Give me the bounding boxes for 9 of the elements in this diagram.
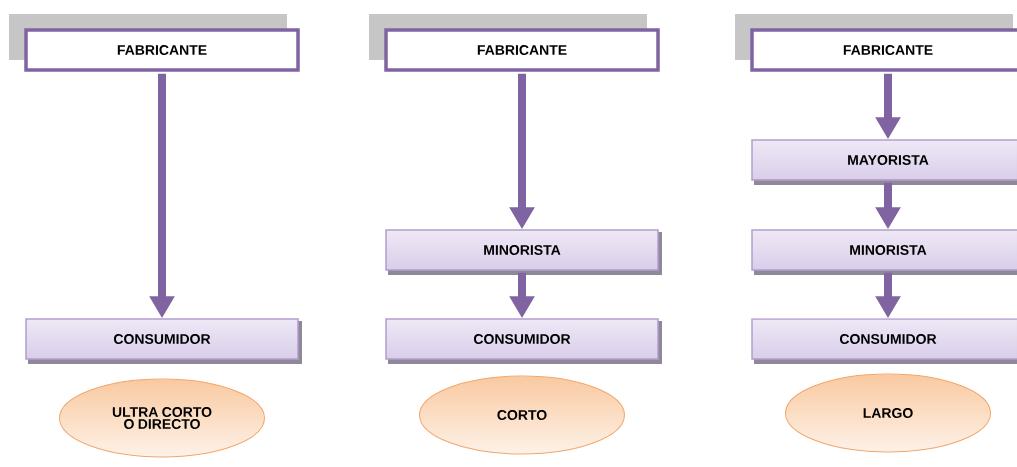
process-box: CONSUMIDOR xyxy=(25,318,302,364)
process-box: CONSUMIDOR xyxy=(751,318,1017,364)
process-box: FABRICANTE xyxy=(9,14,300,72)
process-box: MINORISTA xyxy=(751,229,1017,275)
process-box: MAYORISTA xyxy=(751,139,1017,185)
process-box: MINORISTA xyxy=(385,229,662,275)
process-box: FABRICANTE xyxy=(369,14,660,72)
process-box: FABRICANTE xyxy=(735,14,1017,72)
process-box: CONSUMIDOR xyxy=(385,318,662,364)
